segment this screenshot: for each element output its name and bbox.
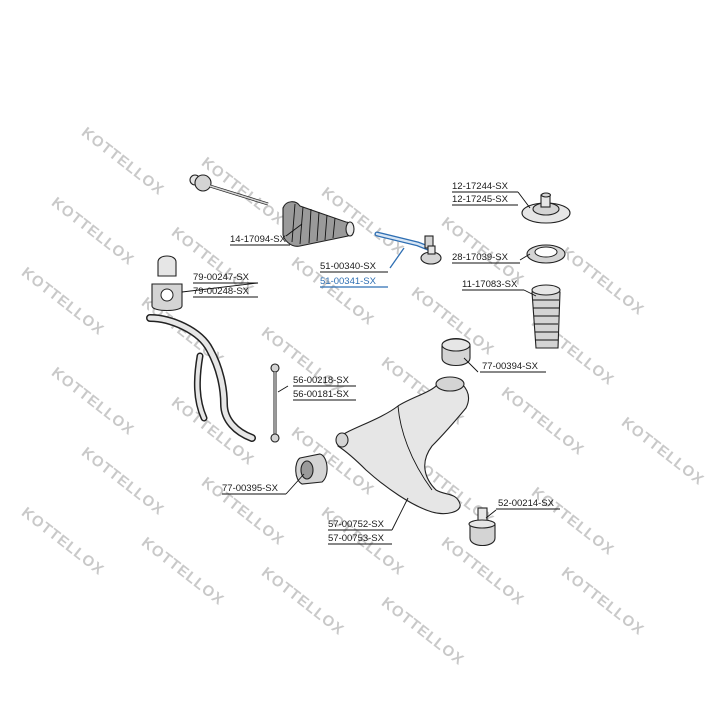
dust-boot-part[interactable] xyxy=(531,284,561,349)
label-57-00752[interactable]: 57-00752-SX xyxy=(328,519,385,530)
label-57-00753[interactable]: 57-00753-SX xyxy=(328,533,385,544)
control-arm-part[interactable] xyxy=(335,376,470,515)
tie-rod-end-part[interactable] xyxy=(374,231,442,265)
leader-lines xyxy=(181,191,560,545)
label-79-00247[interactable]: 79-00247-SX xyxy=(193,272,250,283)
top-bushing-part[interactable] xyxy=(441,337,471,367)
watermark-text: KOTTELLOX xyxy=(378,594,467,669)
watermark-text: KOTTELLOX xyxy=(558,564,647,639)
watermark-text: KOTTELLOX xyxy=(138,534,227,609)
label-77-00394[interactable]: 77-00394-SX xyxy=(482,361,539,372)
tie-rod-part[interactable] xyxy=(189,174,269,206)
watermark-text: KOTTELLOX xyxy=(558,244,647,319)
steering-boot-part[interactable] xyxy=(282,201,355,247)
strut-mount-part[interactable] xyxy=(521,192,571,224)
watermark-text: KOTTELLOX xyxy=(258,564,347,639)
watermark-text: KOTTELLOX xyxy=(498,384,587,459)
stabilizer-bushing-part[interactable] xyxy=(151,255,183,312)
label-79-00248[interactable]: 79-00248-SX xyxy=(193,286,250,297)
label-11-17083[interactable]: 11-17083-SX xyxy=(462,279,518,290)
watermark-text: KOTTELLOX xyxy=(78,124,167,199)
label-52-00214[interactable]: 52-00214-SX xyxy=(498,498,555,509)
watermark-text: KOTTELLOX xyxy=(18,264,107,339)
label-77-00395[interactable]: 77-00395-SX xyxy=(222,483,279,494)
part-labels: 14-17094-SX 51-00340-SX 51-00341-SX 12-1… xyxy=(193,181,555,544)
watermark-text: KOTTELLOX xyxy=(528,484,617,559)
label-56-00181[interactable]: 56-00181-SX xyxy=(293,389,350,400)
watermark-text: KOTTELLOX xyxy=(618,414,707,489)
watermark-text: KOTTELLOX xyxy=(18,504,107,579)
bearing-part[interactable] xyxy=(526,244,566,264)
watermark-text: KOTTELLOX xyxy=(48,194,137,269)
ball-joint-part[interactable] xyxy=(468,507,496,547)
stabilizer-bar-part[interactable] xyxy=(146,314,256,442)
label-51-00341[interactable]: 51-00341-SX xyxy=(320,276,377,287)
label-28-17039[interactable]: 28-17039-SX xyxy=(452,252,509,263)
label-56-00218[interactable]: 56-00218-SX xyxy=(293,375,350,386)
watermark-text: KOTTELLOX xyxy=(48,364,137,439)
label-12-17245[interactable]: 12-17245-SX xyxy=(452,194,509,205)
label-14-17094[interactable]: 14-17094-SX xyxy=(230,234,287,245)
arm-bushing-part[interactable] xyxy=(295,453,328,485)
label-51-00340[interactable]: 51-00340-SX xyxy=(320,261,377,272)
label-12-17244[interactable]: 12-17244-SX xyxy=(452,181,509,192)
watermark-text: KOTTELLOX xyxy=(78,444,167,519)
watermark-text: KOTTELLOX xyxy=(258,324,347,399)
watermark-text: KOTTELLOX xyxy=(198,154,287,229)
stabilizer-link-part[interactable] xyxy=(270,363,280,443)
